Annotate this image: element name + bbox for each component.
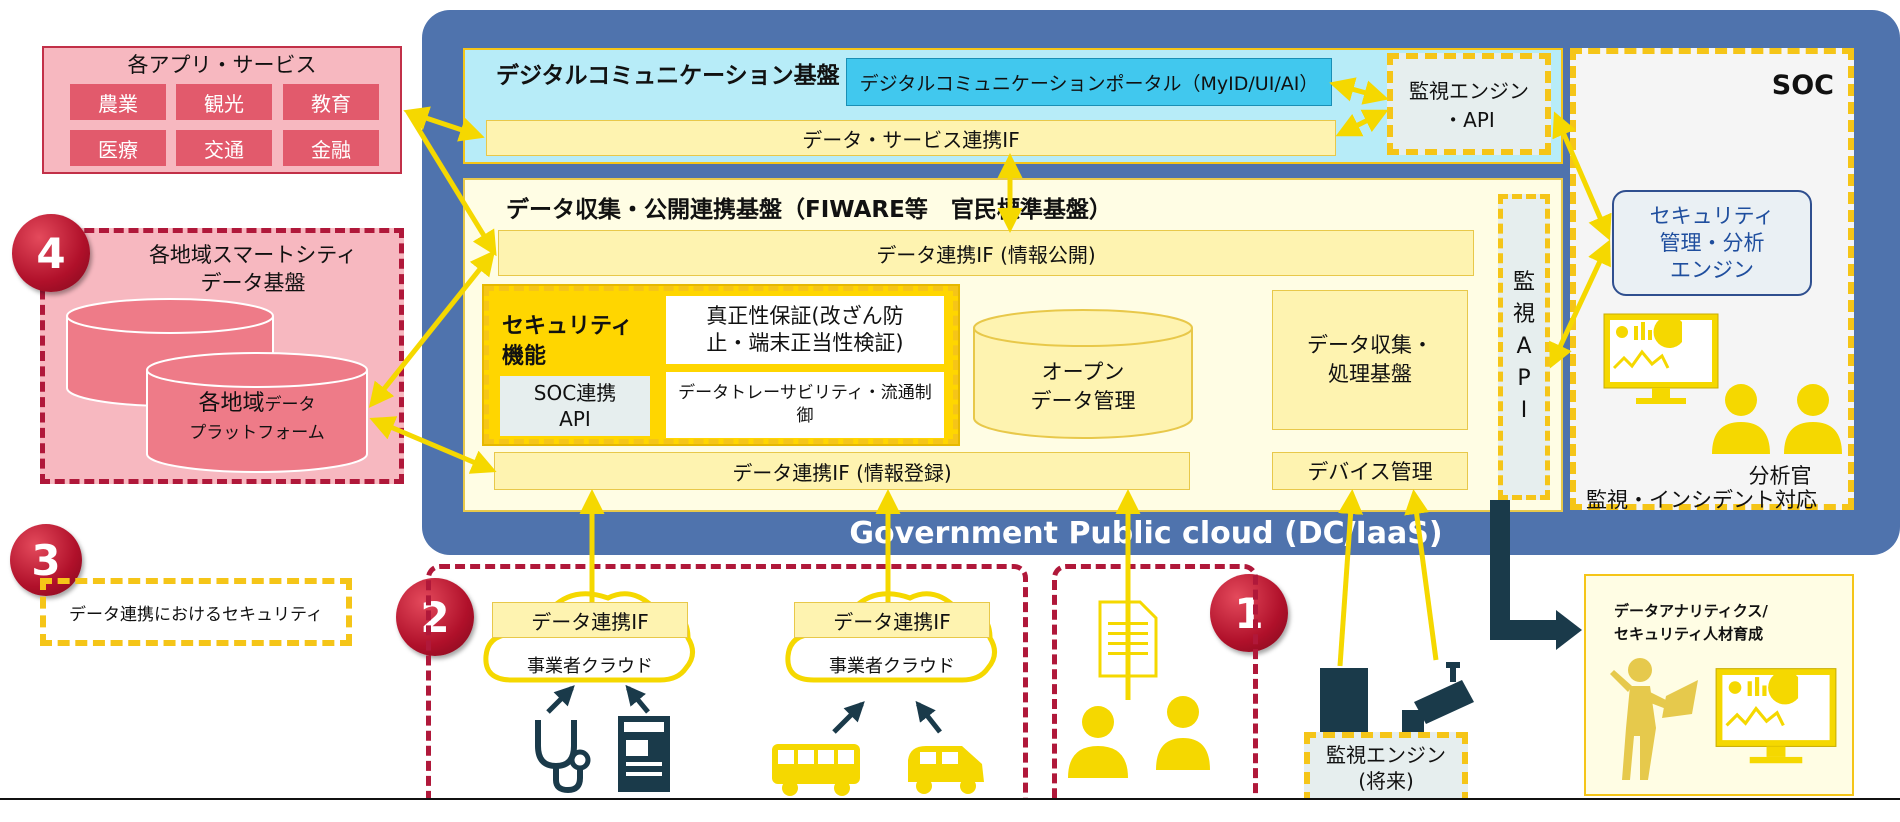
regional-title-line2: データ基盤 <box>200 271 306 295</box>
kanshi-1: 監 <box>1512 270 1535 295</box>
camera-icon <box>1402 662 1474 732</box>
app-medical: 医療 <box>70 130 166 166</box>
engine-line2: 管理・分析 <box>1659 230 1765 255</box>
badge-4: 4 <box>12 214 90 292</box>
security-analysis-engine: セキュリティ 管理・分析 エンジン <box>1612 190 1812 296</box>
collect-line2: 処理基盤 <box>1328 362 1412 386</box>
traceability-line2: 御 <box>796 406 814 426</box>
future-line2: (将来) <box>1358 769 1414 793</box>
authenticity-guarantee: 真正性保証(改ざん防 止・端末正当性検証) <box>666 296 944 364</box>
security-title-line1: セキュリティ <box>502 314 633 339</box>
analytics-line1: データアナリティクス/ <box>1614 602 1768 620</box>
soc-api-line1: SOC連携 <box>533 381 617 405</box>
incident-response-label: 監視・インシデント対応 <box>1586 488 1817 512</box>
regional-title-line1: 各地域スマートシティ <box>148 243 358 267</box>
monitor-engine-api-line1: 監視エンジン <box>1409 79 1529 103</box>
analyst-icon-1 <box>1712 384 1770 454</box>
citizen-woman-icon <box>1156 696 1210 770</box>
business-cloud-left-if: データ連携IF <box>492 602 688 638</box>
engine-line1: セキュリティ <box>1649 203 1775 228</box>
kanshi-2: 視 <box>1512 302 1535 327</box>
government-cloud-label: Government Public cloud (DC/IaaS) <box>849 516 1443 551</box>
regional-title: 各地域スマートシティ データ基盤 <box>120 238 386 300</box>
open-data-line2: データ管理 <box>1030 389 1136 413</box>
regional-db-main: 各地域 <box>198 390 265 416</box>
monitor-api-vertical: 監 視 A P I <box>1498 194 1550 500</box>
app-education: 教育 <box>283 84 379 120</box>
soc-api-line2: API <box>559 407 591 431</box>
analyst-laptop-icon <box>1610 658 1698 780</box>
security-title-line2: 機能 <box>502 344 547 369</box>
data-traceability: データトレーサビリティ・流通制 御 <box>666 372 944 438</box>
data-platform-title: データ収集・公開連携基盤（FIWARE等 官民標準基盤） <box>506 197 1112 223</box>
kanshi-4: P <box>1517 366 1531 391</box>
security-function-title: セキュリティ 機能 <box>502 312 642 376</box>
monitor-engine-api: 監視エンジン ・API <box>1387 53 1551 155</box>
citizen-man-icon <box>1068 706 1128 778</box>
business-cloud-right-if: データ連携IF <box>794 602 990 638</box>
traceability-line1: データトレーサビリティ・流通制 <box>678 383 932 403</box>
app-transport: 交通 <box>176 130 272 166</box>
authenticity-line2: 止・端末正当性検証) <box>706 331 904 355</box>
security-link-box: データ連携におけるセキュリティ <box>40 578 352 646</box>
stethoscope-icon <box>535 720 591 794</box>
data-service-link-if: データ・サービス連携IF <box>486 120 1336 156</box>
atm-icon <box>618 716 670 792</box>
monitor-engine-api-line2: ・API <box>1443 108 1495 132</box>
data-collection-processing: データ収集・ 処理基盤 <box>1272 290 1468 430</box>
open-data-cylinder <box>973 309 1193 439</box>
device-management: デバイス管理 <box>1272 452 1468 490</box>
regional-db-sub: プラットフォーム <box>189 422 325 443</box>
regional-db-front <box>146 352 368 473</box>
monitor-dashboard-icon <box>1603 313 1719 404</box>
sensor-device-icon <box>1320 668 1368 738</box>
open-data-line1: オープン <box>1041 360 1125 384</box>
regional-db-small: データ <box>264 394 316 415</box>
data-link-if-register: データ連携IF (情報登録) <box>494 452 1190 490</box>
digital-platform-title: デジタルコミュニケーション基盤 <box>496 63 840 89</box>
analytics-title: データアナリティクス/ セキュリティ人材育成 <box>1614 600 1834 648</box>
soc-link-api: SOC連携 API <box>500 376 650 436</box>
kanshi-5: I <box>1520 398 1528 423</box>
bottom-panel <box>0 798 1900 822</box>
future-line1: 監視エンジン <box>1326 743 1446 767</box>
business-cloud-right-label: 事業者クラウド <box>829 656 955 677</box>
data-link-if-publish: データ連携IF (情報公開) <box>498 230 1474 276</box>
digital-portal: デジタルコミュニケーションポータル（MyID/UI/AI） <box>846 58 1332 106</box>
business-cloud-left-label: 事業者クラウド <box>527 656 653 677</box>
collect-line1: データ収集・ <box>1307 333 1433 357</box>
regional-data-platform-label: 各地域データ プラットフォーム <box>150 388 364 448</box>
app-tourism: 観光 <box>176 84 272 120</box>
app-finance: 金融 <box>283 130 379 166</box>
van-icon <box>908 746 984 794</box>
app-agriculture: 農業 <box>70 84 166 120</box>
badge-2: 2 <box>396 578 474 656</box>
analytics-dashboard-icon <box>1715 668 1837 764</box>
analytics-line2: セキュリティ人材育成 <box>1614 625 1764 643</box>
monitor-engine-future: 監視エンジン (将来) <box>1304 732 1468 804</box>
badge-3: 3 <box>10 524 82 596</box>
kanshi-3: A <box>1516 334 1532 359</box>
badge-1: 1 <box>1210 574 1288 652</box>
analyst-icon-2 <box>1784 384 1842 454</box>
authenticity-line1: 真正性保証(改ざん防 <box>706 304 904 328</box>
analyst-label: 分析官 <box>1748 464 1812 488</box>
engine-line3: エンジン <box>1670 257 1754 282</box>
open-data-label: オープン データ管理 <box>970 354 1196 420</box>
document-icon <box>1098 600 1158 678</box>
apps-services-title: 各アプリ・サービス <box>127 53 317 77</box>
soc-title: SOC <box>1771 70 1834 101</box>
bus-icon <box>772 744 860 796</box>
